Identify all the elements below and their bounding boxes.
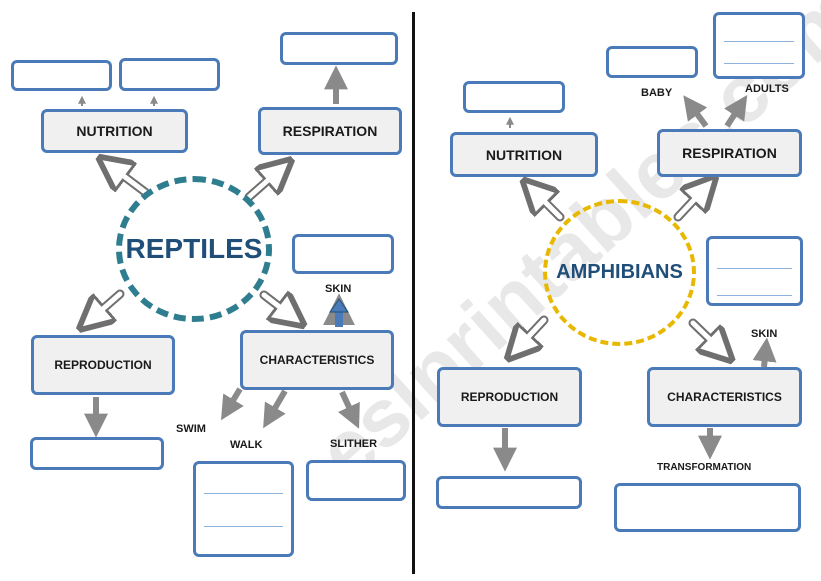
reptiles-arrow-slither (338, 390, 360, 429)
center-divider (412, 12, 415, 574)
answer-line (724, 63, 794, 64)
amphibians-baby-label: BABY (641, 87, 673, 99)
reptiles-nutrition-answer-box-1[interactable] (11, 60, 112, 91)
amphibians-skin-label: SKIN (751, 328, 778, 340)
amphibians-characteristics-answer-box[interactable] (706, 236, 803, 306)
reptiles-reproduction-box: REPRODUCTION (31, 335, 175, 395)
reptiles-walk-label: WALK (230, 439, 263, 451)
reptiles-swim-label: SWIM (176, 423, 206, 435)
amphibians-transformation-answer-box[interactable] (614, 483, 801, 532)
amphibians-reproduction-answer-box[interactable] (436, 476, 582, 509)
reptiles-arrow-walk (263, 389, 288, 429)
answer-line (204, 526, 283, 527)
answer-line (724, 41, 794, 42)
reptiles-nutrition-box: NUTRITION (41, 109, 188, 153)
amphibians-reproduction-box: REPRODUCTION (437, 367, 582, 427)
amphibians-circle: AMPHIBIANS (543, 199, 696, 346)
reptiles-circle: REPTILES (116, 176, 272, 322)
reptiles-slither-label: SLITHER (330, 438, 378, 450)
reptiles-arrow-swim (221, 387, 244, 421)
amphibians-characteristics-box: CHARACTERISTICS (647, 367, 802, 427)
amphibians-nutrition-answer-box[interactable] (463, 81, 565, 113)
reptiles-characteristics-box: CHARACTERISTICS (240, 330, 394, 390)
reptiles-nutrition-answer-box-2[interactable] (119, 58, 220, 91)
reptiles-walk-answer-box[interactable] (193, 461, 294, 557)
amphibians-adults-answer-box[interactable] (713, 12, 805, 79)
reptiles-respiration-answer-box[interactable] (280, 32, 398, 65)
amphibians-baby-answer-box[interactable] (606, 46, 698, 78)
amphibians-adults-label: ADULTS (745, 83, 789, 95)
answer-line (717, 268, 792, 269)
reptiles-slither-answer-box[interactable] (306, 460, 406, 501)
amphibians-arrow-skin (752, 337, 777, 368)
answer-line (204, 493, 283, 494)
amphibians-nutrition-box: NUTRITION (450, 132, 598, 177)
reptiles-skin-label: SKIN (325, 283, 352, 295)
amphibians-arrow-adults (724, 94, 748, 128)
amphibians-respiration-box: RESPIRATION (657, 129, 802, 177)
reptiles-respiration-box: RESPIRATION (258, 107, 402, 155)
answer-line (717, 295, 792, 296)
amphibians-arrow-baby (683, 95, 709, 128)
reptiles-skin-answer-box[interactable] (292, 234, 394, 274)
reptiles-reproduction-answer-box[interactable] (30, 437, 164, 470)
amphibians-transformation-label: TRANSFORMATION (657, 462, 752, 473)
